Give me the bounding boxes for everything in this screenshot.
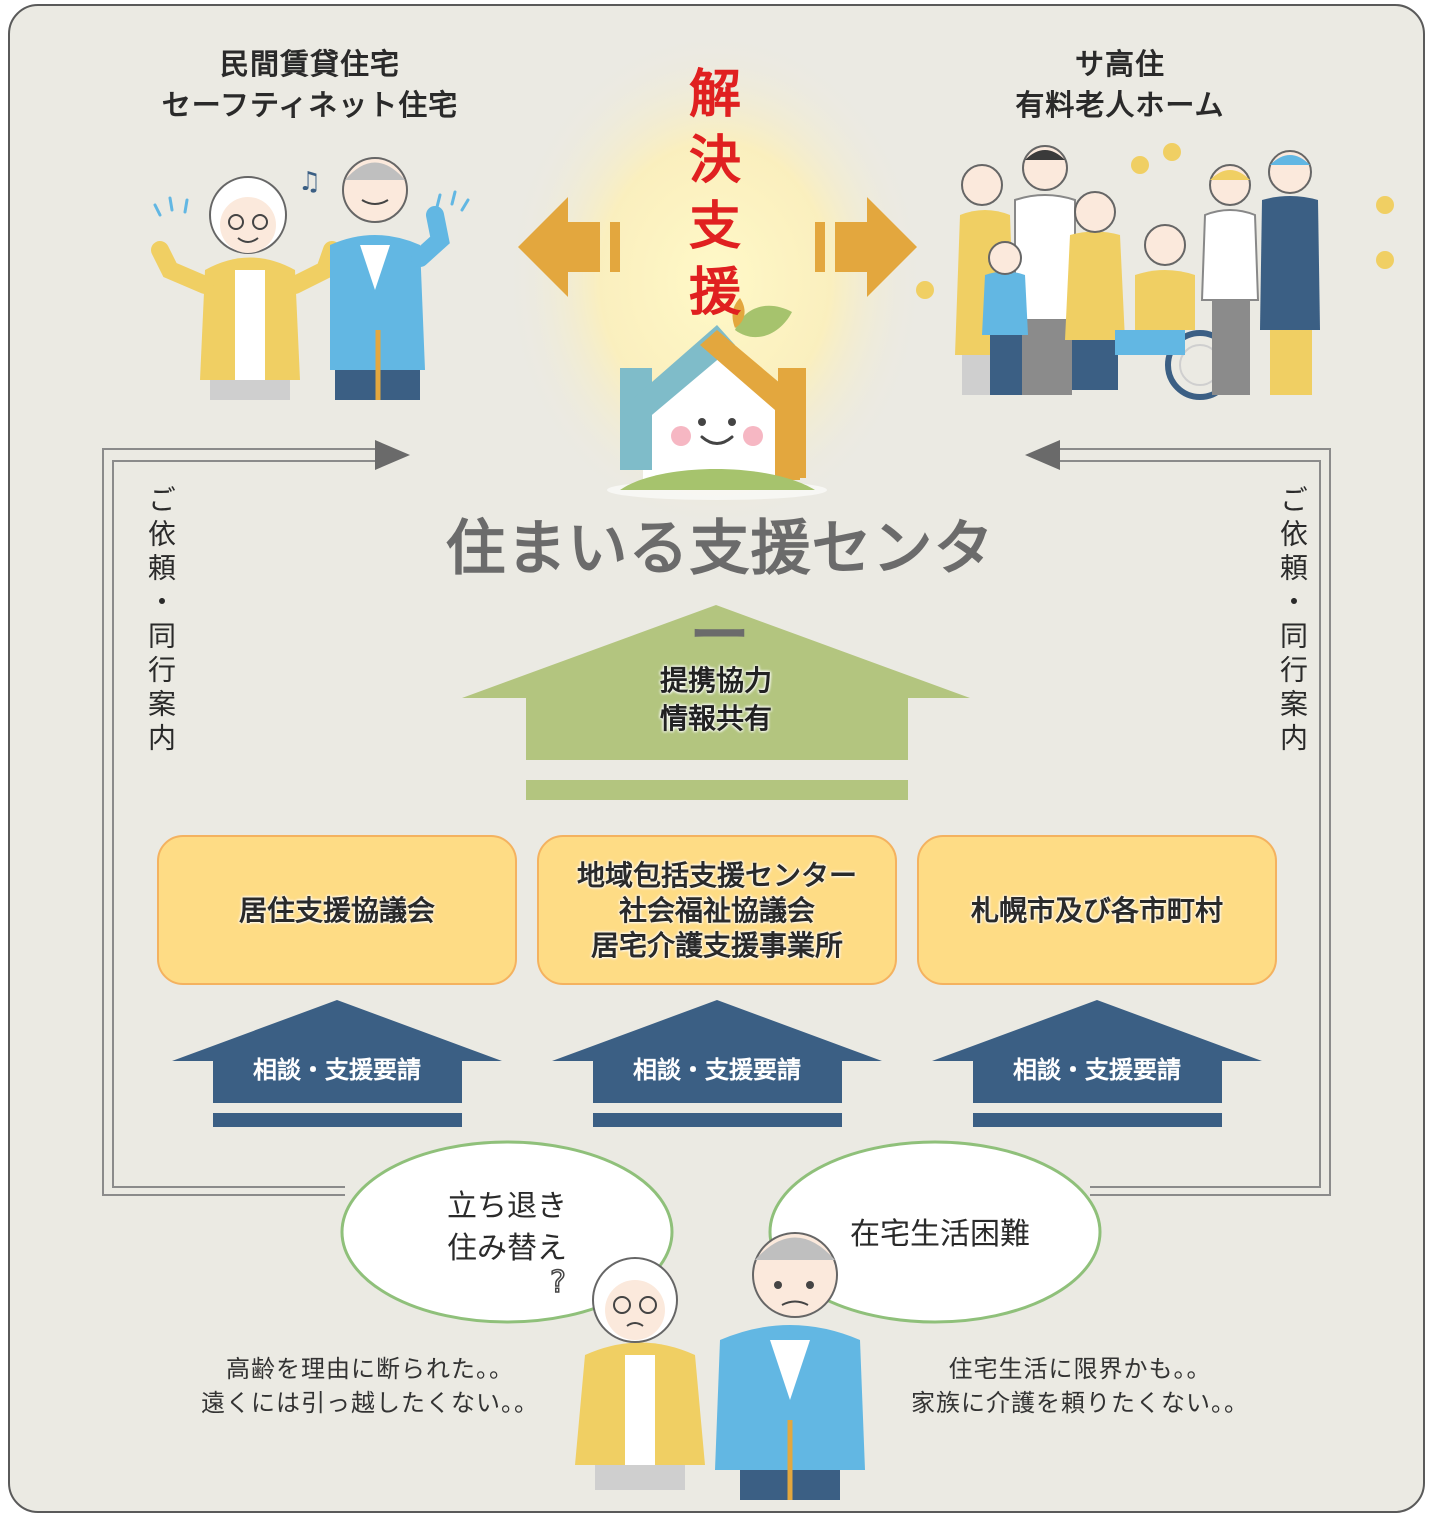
cooperation-label: 提携協力 情報共有 <box>659 664 772 735</box>
side-left-label: ご依頼・同行案内 <box>144 485 177 757</box>
request-label-3: 相談・支援要請 <box>1013 1056 1181 1084</box>
request-label-2: 相談・支援要請 <box>633 1056 801 1084</box>
bubble-right <box>768 1140 1102 1324</box>
org-label: 札幌市及び各市町村 <box>970 893 1223 927</box>
arrow-left-orange-icon <box>518 197 620 297</box>
request-arrow-1 <box>172 1000 502 1127</box>
music-note-icon: ♫ <box>298 167 321 197</box>
connector-left-arrowhead-icon <box>375 440 410 470</box>
request-label-1: 相談・支援要請 <box>253 1056 421 1084</box>
cooperation-arrow <box>462 605 970 800</box>
org-box-housing-council: 居住支援協議会 <box>157 835 517 985</box>
request-arrow-3 <box>932 1000 1262 1127</box>
org-label: 居住支援協議会 <box>238 893 435 927</box>
center-title: 住まいる支援センター <box>445 514 995 671</box>
request-arrow-2 <box>552 1000 882 1127</box>
top-left-label: 民間賃貸住宅 セーフティネット住宅 <box>161 47 459 122</box>
question-mark-icon: ? <box>550 1265 566 1300</box>
org-box-municipalities: 札幌市及び各市町村 <box>917 835 1277 985</box>
org-box-community-centers: 地域包括支援センター 社会福祉協議会 居宅介護支援事業所 <box>537 835 897 985</box>
org-label: 地域包括支援センター 社会福祉協議会 居宅介護支援事業所 <box>576 858 857 962</box>
resolve-glow <box>505 30 925 530</box>
worried-elderly-couple-illustration <box>575 1232 865 1500</box>
bubble-left-text: 立ち退き 住み替え <box>447 1189 567 1266</box>
connector-left <box>102 448 380 1196</box>
arrow-right-orange-icon <box>815 197 917 297</box>
house-logo-icon <box>607 298 827 500</box>
bubble-right-text: 在宅生活困難 <box>850 1217 1030 1252</box>
side-right-label: ご依頼・同行案内 <box>1276 485 1309 757</box>
connector-right <box>1055 448 1331 1196</box>
resolve-support-label: 解 決 支 援 <box>688 65 741 323</box>
connector-right-arrowhead-icon <box>1025 440 1060 470</box>
top-right-label: サ高住 有料老人ホーム <box>1015 47 1225 122</box>
family-caregivers-illustration <box>916 143 1394 400</box>
happy-elderly-couple-illustration: ♫ <box>151 157 470 400</box>
bubble-left <box>340 1140 674 1324</box>
note-left: 高齢を理由に断られた。。 遠くには引っ越したくない。。 <box>201 1355 539 1417</box>
note-right: 住宅生活に限界かも。。 家族に介護を頼りたくない。。 <box>911 1355 1249 1417</box>
